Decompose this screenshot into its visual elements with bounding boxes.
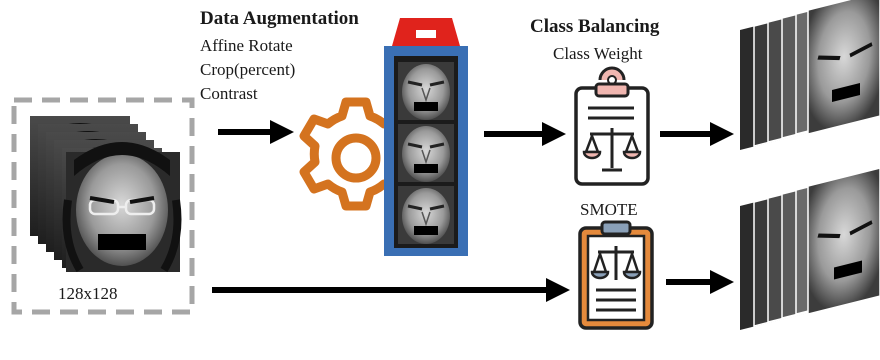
output-face-stack-top (740, 0, 880, 150)
clipboard-scale-icon (578, 220, 654, 330)
class-balancing-title: Class Balancing (530, 16, 660, 37)
augmentation-method-contrast: Contrast (200, 84, 258, 103)
augmented-samples-panel (384, 18, 468, 256)
clipboard-scale-icon (574, 66, 650, 186)
output-face-stack-bottom (740, 167, 880, 330)
augmentation-title: Data Augmentation (200, 8, 359, 29)
input-dashed-box (11, 97, 195, 315)
smote-label: SMOTE (580, 200, 638, 219)
augmentation-method-crop: Crop(percent) (200, 60, 296, 79)
augmentation-method-affine: Affine Rotate (200, 36, 293, 55)
class-weight-label: Class Weight (553, 44, 643, 63)
input-size-label: 128x128 (58, 284, 118, 303)
input-face-front (62, 142, 182, 273)
